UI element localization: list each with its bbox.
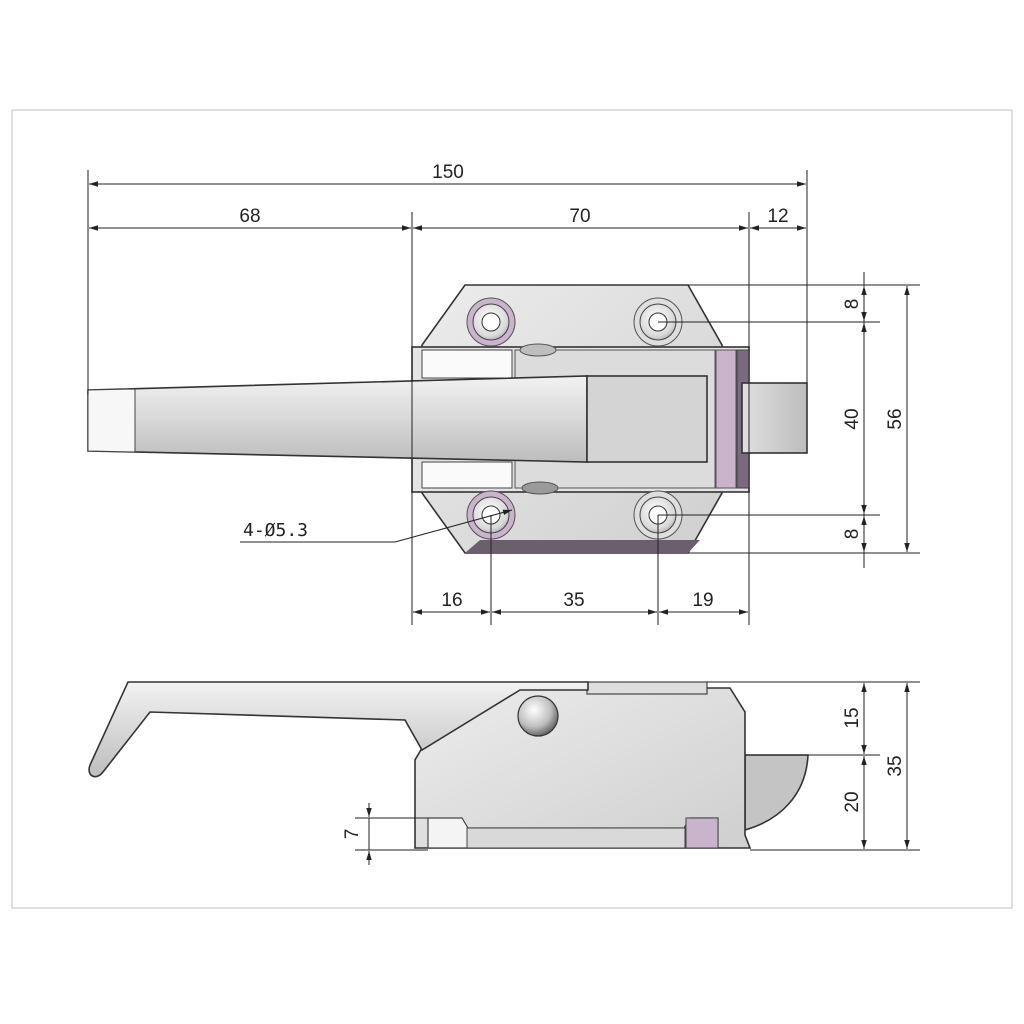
side-view-dimensions: 15 20 35 7 [342, 681, 920, 865]
end-plate [715, 349, 737, 489]
side-pivot-pin [517, 695, 559, 737]
dim-body-height: 56 [885, 408, 906, 429]
side-base-inner [466, 827, 686, 849]
side-top-slab [586, 681, 708, 695]
dim-hole-offset-bottom: 8 [842, 529, 863, 540]
slot-upper [421, 349, 513, 379]
dim-edge-to-hole: 16 [441, 590, 462, 611]
dim-upper-height: 15 [842, 707, 863, 728]
slot-lower [421, 461, 513, 489]
dim-handle-length: 68 [239, 206, 260, 227]
handle-lever [87, 375, 588, 463]
dim-lower-height: 20 [842, 791, 863, 812]
handle-tip [87, 388, 136, 453]
top-view-dimensions: 150 68 70 12 16 35 19 8 40 8 56 4-Ø5. [87, 162, 920, 625]
dim-hole-spacing-vertical: 40 [842, 408, 863, 429]
drawing-frame [11, 109, 1013, 909]
side-base-accent [685, 817, 719, 849]
plate-shadow-edge [465, 540, 700, 553]
side-hook [744, 754, 809, 832]
dim-body-length: 70 [569, 206, 590, 227]
dim-hole-spacing-horizontal: 35 [563, 590, 584, 611]
dim-base-thickness: 7 [342, 829, 363, 840]
handle-hub [586, 375, 708, 463]
hole-callout: 4-Ø5.3 [243, 520, 308, 541]
top-view [87, 284, 808, 554]
pivot-bump-top [519, 343, 557, 357]
dim-overall-height: 35 [885, 755, 906, 776]
latch-bolt [741, 382, 808, 454]
dim-bolt-projection: 12 [767, 206, 788, 227]
side-body [414, 687, 752, 849]
dim-hole-to-edge: 19 [692, 590, 713, 611]
side-handle-lever [88, 681, 589, 778]
side-view [88, 681, 809, 849]
dim-overall-length: 150 [432, 162, 464, 183]
mounting-hole-top-left [466, 297, 516, 347]
dim-hole-offset-top: 8 [842, 299, 863, 310]
pivot-bump-bottom [521, 481, 559, 495]
